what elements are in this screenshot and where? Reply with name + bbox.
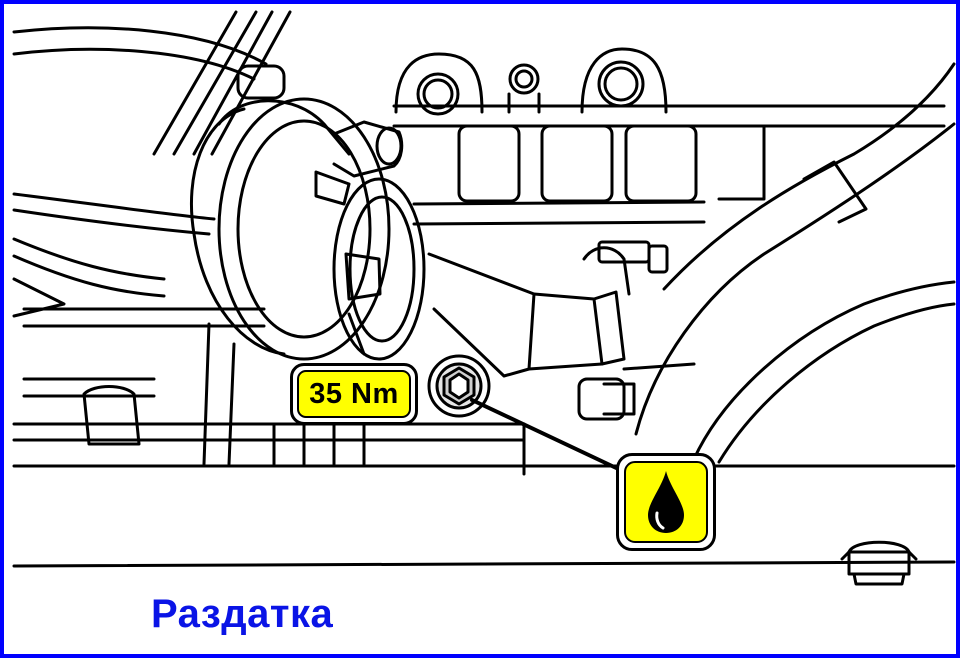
- oil-drop-icon: [648, 471, 684, 533]
- torque-spec-value: 35 Nm: [297, 370, 411, 418]
- transfer-case-line-drawing: [12, 10, 956, 586]
- actuator-assembly: [189, 97, 426, 361]
- mounting-bracket: [394, 47, 668, 116]
- oil-fill-badge: [616, 453, 716, 551]
- leader-line: [470, 398, 631, 476]
- hex-bolt-icon: [427, 354, 491, 418]
- chassis-frame: [12, 104, 956, 568]
- brake-tubes: [12, 10, 292, 318]
- frame-nut-icon: [840, 540, 918, 586]
- shift-linkage: [427, 240, 696, 421]
- right-hose: [634, 62, 956, 464]
- torque-spec-label: 35 Nm: [290, 363, 418, 425]
- lower-left-bracket: [82, 322, 366, 466]
- diagram-caption: Раздатка: [151, 592, 334, 636]
